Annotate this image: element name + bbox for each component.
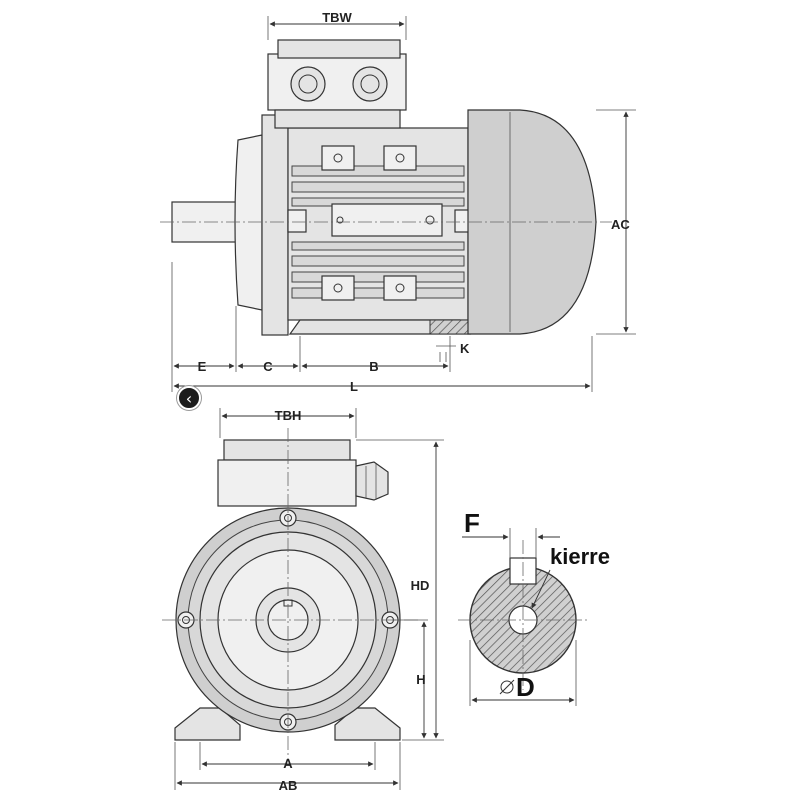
label-f: F: [464, 508, 480, 538]
label-ac: AC: [611, 217, 630, 232]
label-b: B: [369, 359, 378, 374]
side-mount-pads: [321, 145, 417, 301]
label-tbh: TBH: [275, 408, 302, 423]
label-h: H: [416, 672, 425, 687]
label-kierre: kierre: [550, 544, 610, 569]
label-ab: AB: [279, 778, 298, 793]
front-foot-left: [174, 707, 241, 741]
label-l: L: [350, 379, 358, 394]
label-e: E: [198, 359, 207, 374]
side-center-plate: [331, 203, 443, 237]
diameter-symbol-icon: [500, 680, 514, 694]
label-a: A: [283, 756, 293, 771]
front-view: TBH HD H A AB: [162, 408, 444, 793]
front-terminal-box: [217, 439, 389, 507]
label-tbw: TBW: [322, 10, 352, 25]
front-foot-right: [334, 707, 401, 741]
side-front-shield: [234, 134, 263, 311]
label-c: C: [263, 359, 273, 374]
side-terminal-box: [267, 39, 407, 129]
side-flange: [261, 114, 289, 336]
shaft-section: F kierre D: [458, 508, 610, 706]
side-fan-cover: [467, 109, 597, 335]
chevron-left-icon[interactable]: ‹: [177, 386, 201, 410]
label-hd: HD: [411, 578, 430, 593]
side-view: TBW AC E C B K L: [160, 10, 636, 394]
label-d: D: [516, 672, 535, 702]
label-k: K: [460, 341, 470, 356]
